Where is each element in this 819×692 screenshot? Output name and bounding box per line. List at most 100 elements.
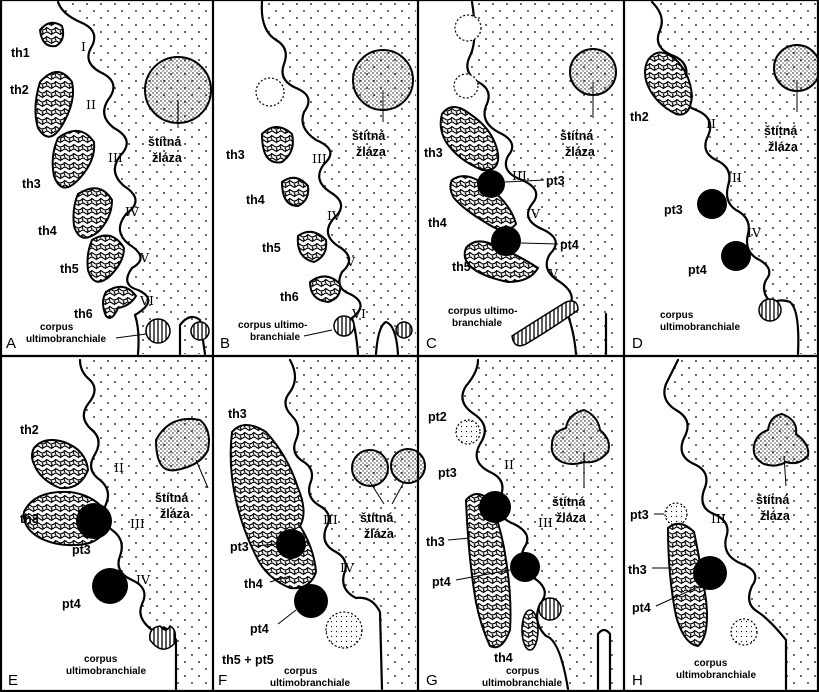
parathyroid [510,552,540,582]
panel-letter: B [220,335,230,352]
thymus-primordium [35,72,73,137]
label-th2: th2 [10,83,29,97]
label-th3: th3 [22,177,41,191]
pouch-II: II [114,460,124,475]
thymus-primordium [88,236,125,282]
thyroid-label-line1: štítná [764,124,797,138]
pouch-II: II [706,116,716,131]
pouch-IV: IV [340,560,355,575]
parathyroid [92,568,128,604]
label-th4: th4 [244,577,263,591]
thyroid-label-line2: žláza [356,145,387,159]
parathyroid [721,241,751,271]
label-th4: th4 [246,193,265,207]
thyroid-label-line2: žláza [152,151,183,165]
thyroid-label-line2: žláza [760,509,791,523]
label-th3: th3 [226,148,245,162]
label-th3: th3 [628,563,647,577]
ultimobranchial-body [396,322,412,338]
label-pt2: pt2 [428,410,447,424]
parathyroid [76,503,112,539]
pouch-IV: IV [136,572,151,587]
thyroid-label-line2: žláza [364,527,395,541]
pouch-VI: VI [351,306,366,321]
ub-label-line1: corpus ultimo- [238,320,307,331]
panel-letter: F [218,672,227,689]
thymus-primordium [262,127,293,162]
thyroid-label-line1: štítná [560,129,593,143]
label-pt4: pt4 [560,238,579,252]
pouch-V: V [548,266,559,281]
parathyroid [693,556,727,590]
label-th6: th6 [280,290,299,304]
thymus-primordium [522,610,538,650]
panel-a: štítná žláza th1 th2 th3 th4 th5 th6 I I… [6,2,211,354]
pouch-V: V [139,250,150,265]
pouch-III: III [108,150,123,165]
ultimobranchial-body [146,319,170,343]
pouch-V: V [345,254,356,269]
ub-label-line2: branchiale [452,318,502,329]
panel-f: štítná žláza th3 pt3 th4 pt4 th5 + pt5 I… [218,360,425,689]
label-pt3: pt3 [546,174,565,188]
panel-letter: C [426,335,437,352]
label-th2: th2 [20,423,39,437]
pouch-IV: IV [125,204,140,219]
pouch-III: III [312,151,327,166]
label-th1: th1 [11,46,30,60]
label-th6: th6 [74,307,93,321]
thymus-primordium [74,188,113,238]
ub-label-line1: corpus [40,322,74,333]
label-th4: th4 [428,216,447,230]
panel-letter: H [632,672,643,689]
thyroid-label-line1: štítná [756,493,789,507]
label-th5: th5 [452,260,471,274]
thyroid-label-line1: štítná [360,511,393,525]
panel-letter: E [8,672,18,689]
label-th2: th2 [630,110,649,124]
parathyroid [276,529,306,559]
label-pt4: pt4 [688,263,707,277]
label-th5: th5 [60,262,79,276]
pouch-III: III [538,515,553,530]
label-pt3: pt3 [664,203,683,217]
pouch-I: I [81,39,86,54]
label-pt3: pt3 [630,508,649,522]
ub-label-line2: branchiale [250,332,300,343]
ub-label-line1: corpus [506,666,540,677]
pouch-III: III [323,512,338,527]
label-th4: th4 [494,651,513,665]
label-th3: th3 [20,512,39,526]
thyroid-label-line2: žláza [565,145,596,159]
panel-letter: A [6,335,16,352]
ub-label-line1: corpus ultimo- [448,306,517,317]
thyroid-label-line2: žláza [556,511,587,525]
thyroid-label-line1: štítná [552,495,585,509]
label-pt4: pt4 [250,622,269,636]
thymus-primordium [298,232,326,262]
label-pt4: pt4 [62,597,81,611]
thymus-primordium [282,178,308,206]
panel-letter: G [426,672,438,689]
label-pt3: pt3 [72,543,91,557]
parathyroid [477,170,505,198]
label-pt3: pt3 [230,540,249,554]
ub-label-line2: ultimobranchiale [482,678,562,689]
thymus-primordium [53,131,95,188]
label-pt3: pt3 [438,466,457,480]
pouch-III: III [512,168,527,183]
label-th3: th3 [424,146,443,160]
ultimobranchial-body [539,598,561,620]
pouch-II: II [86,97,96,112]
pouch-II: II [504,457,514,472]
parathyroid [491,226,521,256]
pouch-VI: VI [139,293,154,308]
ultimobranchial-body [191,322,209,340]
ub-label-line1: corpus [284,666,318,677]
thyroid-label-line1: štítná [155,491,188,505]
thyroid-gland [352,450,388,486]
thyroid-label-line1: štítná [352,129,385,143]
thyroid-label-line1: štítná [148,135,181,149]
thymus-primordium [310,276,340,302]
